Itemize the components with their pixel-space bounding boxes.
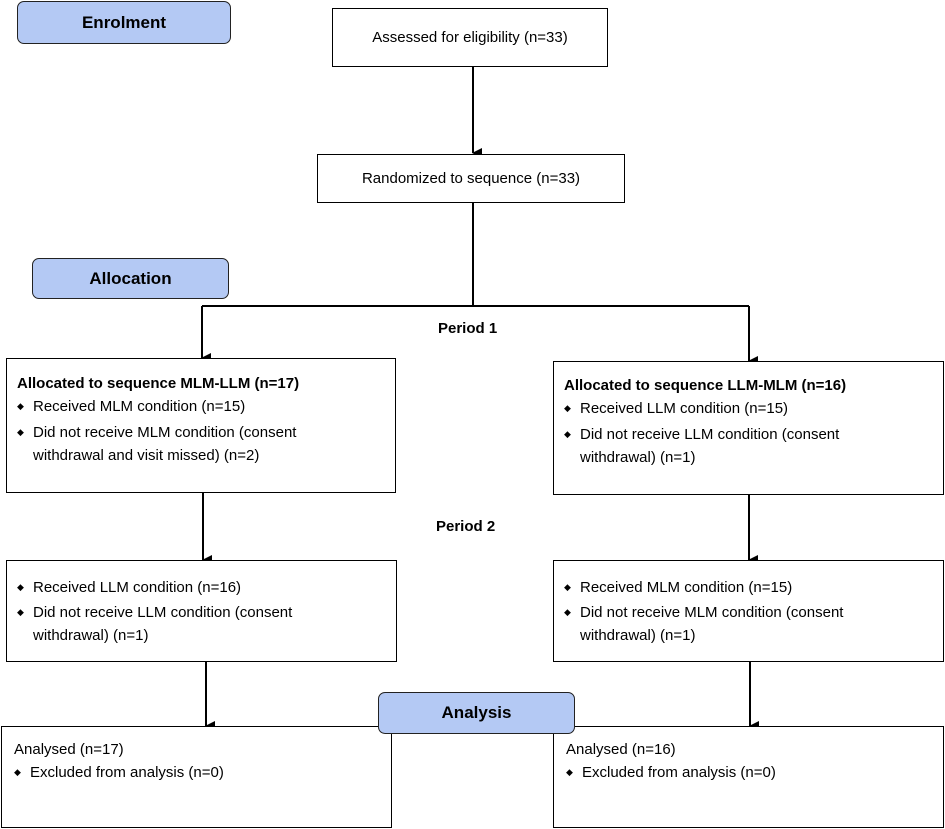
bullet-icon: ◆	[17, 427, 24, 437]
right-analysis-box: Analysed (n=16) ◆ Excluded from analysis…	[553, 726, 944, 828]
list-item: ◆ Received MLM condition (n=15)	[564, 576, 933, 599]
bullet-icon: ◆	[564, 607, 571, 617]
allocation-stage-label: Allocation	[32, 258, 229, 299]
bullet-icon: ◆	[17, 401, 24, 411]
list-item-text: Received LLM condition (n=15)	[580, 400, 789, 417]
right-analysis-title: Analysed (n=16)	[566, 741, 676, 758]
period-1-label: Period 1	[438, 320, 498, 337]
analysis-stage-label: Analysis	[378, 692, 575, 734]
list-item: ◆ Excluded from analysis (n=0)	[14, 761, 381, 784]
list-item-text: Did not receive MLM condition (consent w…	[33, 424, 297, 464]
left-analysis-title: Analysed (n=17)	[14, 741, 124, 758]
bullet-icon: ◆	[564, 429, 571, 439]
bullet-icon: ◆	[564, 403, 571, 413]
assessed-text: Assessed for eligibility (n=33)	[372, 29, 568, 46]
list-item-text: Excluded from analysis (n=0)	[30, 764, 224, 781]
left-allocation-box: Allocated to sequence MLM-LLM (n=17) ◆ R…	[6, 358, 396, 493]
enrolment-stage-label: Enrolment	[17, 1, 231, 44]
list-item: ◆ Did not receive LLM condition (consent…	[17, 601, 386, 647]
right-allocation-box: Allocated to sequence LLM-MLM (n=16) ◆ R…	[553, 361, 944, 495]
list-item: ◆ Excluded from analysis (n=0)	[566, 761, 933, 784]
list-item: ◆ Did not receive MLM condition (consent…	[17, 421, 385, 467]
list-item: ◆ Received LLM condition (n=15)	[564, 397, 933, 420]
right-period2-box: ◆ Received MLM condition (n=15) ◆ Did no…	[553, 560, 944, 662]
list-item: ◆ Did not receive LLM condition (consent…	[564, 423, 933, 469]
randomized-box: Randomized to sequence (n=33)	[317, 154, 625, 203]
bullet-icon: ◆	[564, 582, 571, 592]
list-item-text: Did not receive MLM condition (consent w…	[580, 604, 844, 644]
list-item-text: Received LLM condition (n=16)	[33, 579, 242, 596]
list-item-text: Did not receive LLM condition (consent w…	[33, 604, 293, 644]
list-item: ◆ Did not receive MLM condition (consent…	[564, 601, 933, 647]
list-item-text: Did not receive LLM condition (consent w…	[580, 426, 840, 466]
list-item-text: Excluded from analysis (n=0)	[582, 764, 776, 781]
left-allocation-title: Allocated to sequence MLM-LLM (n=17)	[17, 375, 300, 392]
list-item-text: Received MLM condition (n=15)	[580, 579, 793, 596]
randomized-text: Randomized to sequence (n=33)	[361, 170, 581, 187]
bullet-icon: ◆	[14, 767, 21, 777]
right-allocation-title: Allocated to sequence LLM-MLM (n=16)	[564, 377, 847, 394]
left-analysis-box: Analysed (n=17) ◆ Excluded from analysis…	[1, 726, 392, 828]
list-item: ◆ Received MLM condition (n=15)	[17, 395, 385, 418]
assessed-box: Assessed for eligibility (n=33)	[332, 8, 608, 67]
list-item: ◆ Received LLM condition (n=16)	[17, 576, 386, 599]
bullet-icon: ◆	[566, 767, 573, 777]
period-2-label: Period 2	[436, 518, 496, 535]
left-period2-box: ◆ Received LLM condition (n=16) ◆ Did no…	[6, 560, 397, 662]
bullet-icon: ◆	[17, 607, 24, 617]
bullet-icon: ◆	[17, 582, 24, 592]
list-item-text: Received MLM condition (n=15)	[33, 398, 246, 415]
